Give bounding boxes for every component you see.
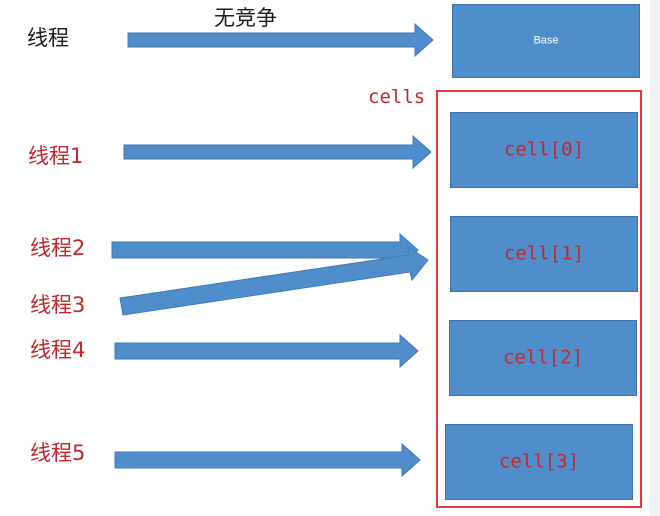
arrow-thread5-to-cell3 — [114, 442, 421, 478]
thread-4-label: 线程4 — [30, 338, 86, 362]
cell-box-1: cell[1] — [450, 216, 638, 292]
arrow-thread1-to-cell0 — [123, 134, 432, 170]
arrow-thread-to-base — [127, 22, 434, 58]
no-contention-label: 无竞争 — [214, 6, 277, 30]
cell-label-1: cell[1] — [503, 242, 585, 265]
base-box-label: Base — [533, 34, 559, 47]
cells-frame — [436, 90, 642, 508]
cell-box-2: cell[2] — [449, 320, 637, 396]
arrow-thread3-to-cell1 — [119, 245, 429, 316]
cell-label-3: cell[3] — [498, 450, 580, 473]
cell-label-0: cell[0] — [503, 138, 585, 161]
thread-5-label: 线程5 — [30, 441, 86, 465]
arrow-thread4-to-cell2 — [114, 333, 419, 369]
cells-label: cells — [368, 86, 426, 108]
thread-label: 线程 — [27, 26, 69, 50]
cell-label-2: cell[2] — [502, 346, 584, 369]
cell-box-3: cell[3] — [445, 424, 633, 500]
thread-1-label: 线程1 — [28, 144, 84, 168]
thread-3-label: 线程3 — [30, 293, 86, 317]
thread-2-label: 线程2 — [30, 236, 86, 260]
cell-box-0: cell[0] — [450, 112, 638, 188]
base-box: Base — [452, 4, 640, 78]
